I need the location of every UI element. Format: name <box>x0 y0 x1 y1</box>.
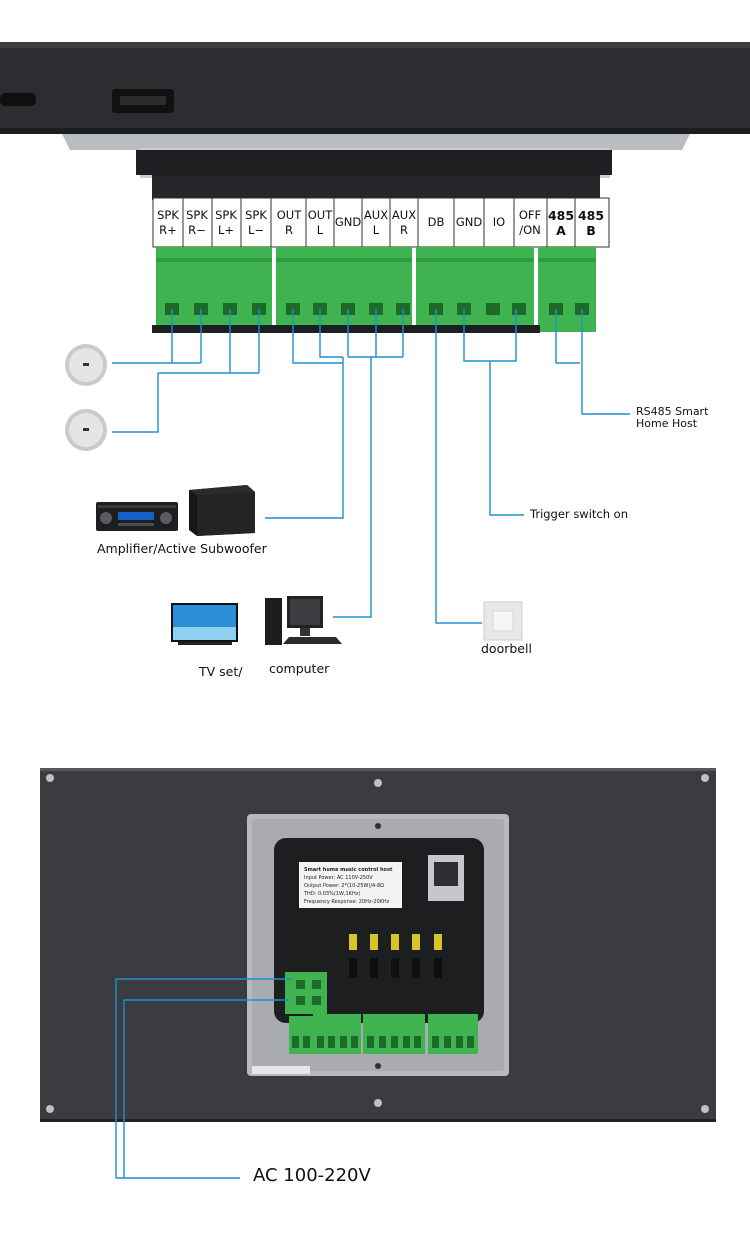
sticker-line-2: Output Power: 2*(10-25W)/4-8Ω <box>304 883 384 889</box>
ceiling-speaker-1-icon <box>65 344 107 386</box>
terminal-label-spk-r-minus: SPK R− <box>186 207 208 237</box>
side-slot <box>0 93 36 106</box>
terminal-label-485-a: 485 A <box>547 207 575 238</box>
computer-label: computer <box>269 661 330 676</box>
terminal-label-out-l: OUT L <box>307 207 333 237</box>
computer-icon <box>265 596 342 645</box>
terminal-label-spk-l-plus: SPK L+ <box>215 207 237 237</box>
sticker-line-4: Frequency Response: 20Hz-20KHz <box>304 899 390 905</box>
terminal-label-out-r: OUT R <box>276 207 302 237</box>
amplifier-label: Amplifier/Active Subwoofer <box>97 541 267 556</box>
wires-top <box>112 309 630 624</box>
doorbell-label: doorbell <box>481 641 532 656</box>
terminal-label-spk-r-plus: SPK R+ <box>157 207 179 237</box>
sticker-line-1: Input Power: AC 110V-250V <box>304 875 373 881</box>
ceiling-speaker-2-icon <box>65 409 107 451</box>
terminal-label-io: IO <box>492 215 506 229</box>
terminal-label-gnd-audio: GND <box>334 215 362 229</box>
ac-power-label: AC 100-220V <box>253 1165 371 1186</box>
green-terminal-blocks <box>156 247 596 332</box>
terminal-label-gnd-control: GND <box>455 215 483 229</box>
doorbell-switch-icon <box>483 601 523 641</box>
terminal-label-aux-r: AUX R <box>391 207 417 237</box>
rs485-label-line2: Home Host <box>636 417 698 430</box>
tv-icon <box>171 603 238 645</box>
device-top-body <box>0 42 750 134</box>
rs485-label-line1: RS485 Smart <box>636 405 709 418</box>
sticker-title: Smart home music control host <box>304 867 393 873</box>
terminal-label-485-b: 485 B <box>577 207 605 238</box>
wires-ac <box>115 978 291 1179</box>
terminal-label-aux-l: AUX L <box>363 207 389 237</box>
tv-label: TV set/ <box>199 664 243 679</box>
terminal-label-off-on: OFF /ON <box>518 207 542 237</box>
mounting-plate <box>62 134 690 150</box>
terminal-label-db: DB <box>427 215 445 229</box>
amplifier-icon <box>96 502 178 531</box>
trigger-switch-label: Trigger switch on <box>530 507 629 521</box>
terminal-label-spk-l-minus: SPK L− <box>245 207 267 237</box>
sticker-line-3: THD: 0.03%(1W,1KHz) <box>304 891 361 897</box>
subwoofer-icon <box>189 485 255 536</box>
back-panel <box>40 768 716 1122</box>
